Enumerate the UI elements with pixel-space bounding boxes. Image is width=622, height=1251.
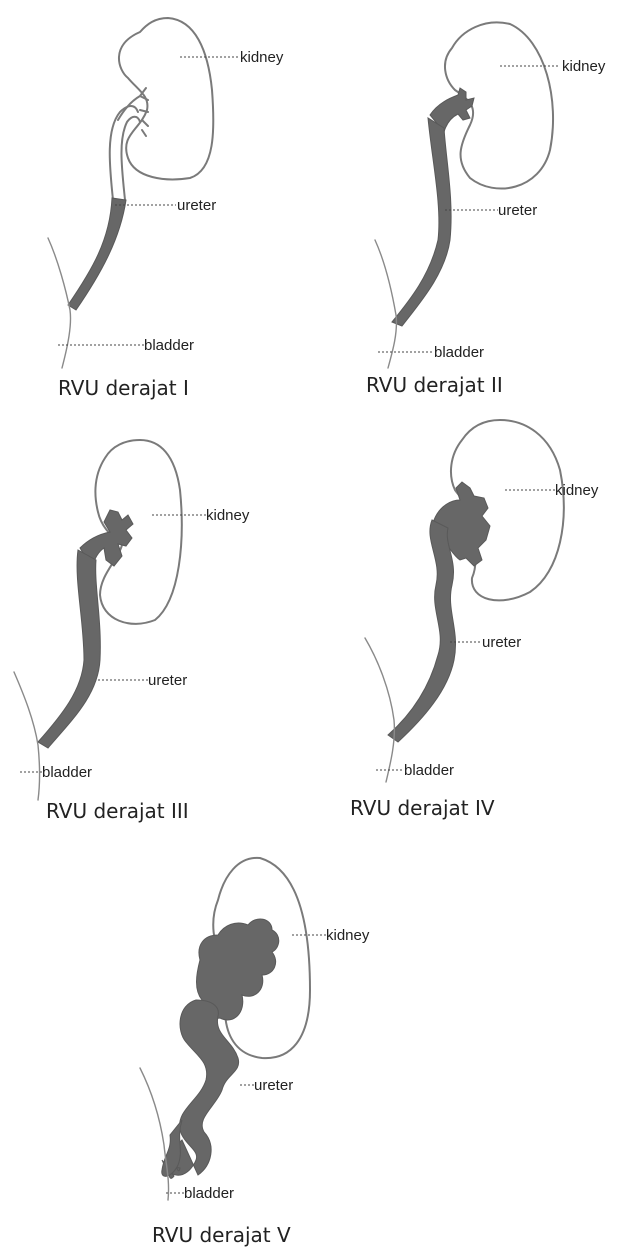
ureter-reflux (392, 118, 451, 326)
bladder-label: bladder (144, 337, 194, 354)
panel-grade-5: kidney ureter bladder RVU derajat V (140, 858, 370, 1247)
bladder-label: bladder (184, 1185, 234, 1202)
panel-caption: RVU derajat V (152, 1223, 291, 1247)
kidney-label: kidney (562, 58, 606, 75)
bladder-wall (365, 638, 394, 782)
bladder-wall (375, 240, 396, 368)
panel-caption: RVU derajat IV (350, 796, 495, 820)
bladder-label: bladder (434, 344, 484, 361)
panel-grade-2: kidney ureter bladder RVU derajat II (366, 22, 606, 397)
bladder-wall (14, 672, 40, 800)
ureter-reflux (38, 550, 100, 748)
bladder-label: bladder (42, 764, 92, 781)
bladder-label: bladder (404, 762, 454, 779)
kidney-label: kidney (326, 927, 370, 944)
ureter-label: ureter (148, 672, 187, 689)
kidney-label: kidney (555, 482, 599, 499)
panel-caption: RVU derajat I (58, 376, 189, 400)
kidney-label: kidney (240, 49, 284, 66)
ureter-reflux (388, 520, 456, 742)
ureter-label: ureter (498, 202, 537, 219)
panel-grade-1: kidney ureter bladder RVU derajat I (48, 18, 284, 400)
panel-grade-4: kidney ureter bladder RVU derajat IV (350, 420, 599, 820)
ureter-label: ureter (177, 197, 216, 214)
panel-grade-3: kidney ureter bladder RVU derajat III (14, 440, 250, 823)
bladder-wall (140, 1068, 169, 1200)
ureter-label: ureter (482, 634, 521, 651)
kidney-outline (119, 18, 213, 179)
kidney-label: kidney (206, 507, 250, 524)
panel-caption: RVU derajat II (366, 373, 503, 397)
ureter-top-loop (110, 106, 140, 200)
panel-caption: RVU derajat III (46, 799, 189, 823)
ureter-label: ureter (254, 1077, 293, 1094)
bladder-wall (48, 238, 71, 368)
ureter-reflux-lower (68, 198, 126, 310)
